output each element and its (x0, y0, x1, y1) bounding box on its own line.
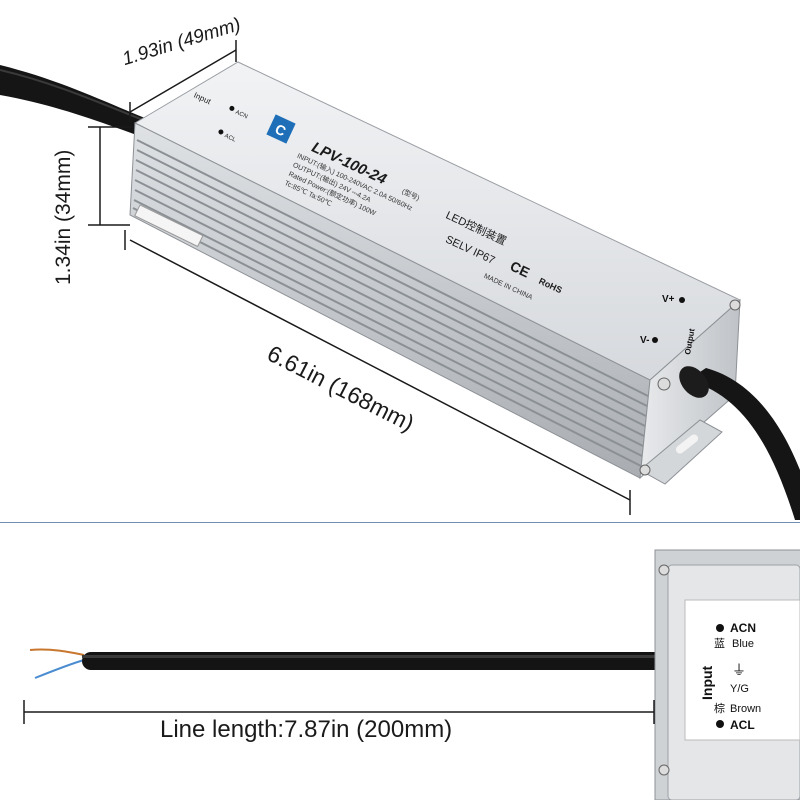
svg-text:V-: V- (640, 335, 649, 346)
svg-text:ACN: ACN (234, 110, 248, 121)
section-divider (0, 522, 800, 523)
acl-label: ACL (730, 718, 755, 732)
heat-fins (132, 139, 649, 467)
lower-cable (82, 652, 672, 670)
input-label-lower: ACN 蓝 Blue Input ⏚ Y/G 棕 Brown ACL (699, 621, 761, 732)
screw (729, 299, 741, 311)
ground-icon: ⏚ (732, 662, 746, 678)
screw (657, 377, 671, 391)
screw (639, 464, 651, 476)
line-length-dimension (23, 700, 655, 724)
yg-label: Y/G (730, 683, 749, 695)
svg-text:V+: V+ (662, 294, 675, 305)
brown-cn-label: 棕 (714, 701, 725, 715)
height-dimension-label: 1.34in (34mm) (52, 149, 75, 285)
lower-cable-detail (29, 648, 672, 679)
dimension-lines (88, 40, 631, 515)
acn-label: ACN (730, 621, 756, 635)
svg-text:ACL: ACL (223, 133, 237, 144)
blue-cn-label: 蓝 (714, 637, 725, 650)
ce-mark: CE (508, 258, 532, 281)
blue-label: Blue (732, 638, 754, 650)
input-title: Input (699, 665, 715, 700)
brown-label: Brown (730, 703, 761, 715)
brand-logo: C (266, 114, 296, 144)
lower-housing-end (654, 549, 800, 801)
input-cable-top (0, 65, 150, 138)
barcode-sticker (134, 204, 204, 248)
line-length-label: Line length:7.87in (200mm) (160, 716, 453, 743)
